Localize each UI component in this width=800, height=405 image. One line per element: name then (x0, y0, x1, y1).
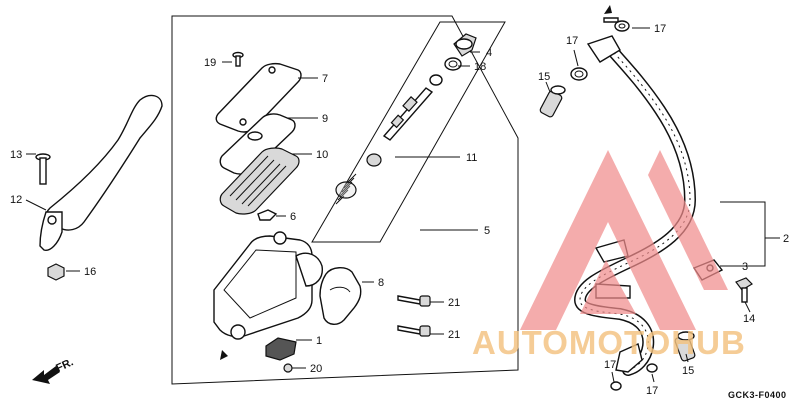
forward-arrow-icon (32, 366, 60, 384)
leader-lines (25, 27, 780, 383)
callout-20: 20 (310, 363, 322, 375)
callout-16: 16 (84, 266, 96, 278)
washer (429, 74, 443, 86)
brake-light-switch (265, 337, 297, 361)
callout-21-upper: 21 (448, 297, 460, 309)
callout-2: 2 (783, 233, 789, 245)
circlip (444, 57, 462, 71)
lever-pivot-bolt (35, 153, 51, 185)
callout-14: 14 (743, 313, 755, 325)
retaining-clip (257, 209, 278, 221)
callout-12: 12 (10, 194, 22, 206)
brake-lever (39, 94, 163, 251)
callout-17-lower-left: 17 (604, 359, 616, 371)
spring (335, 173, 357, 205)
diaphragm (219, 147, 300, 215)
master-cylinder-group-outline (171, 15, 519, 385)
banjo-bolt-lower (674, 331, 696, 362)
diaphragm-plate (219, 113, 296, 175)
callout-4: 4 (486, 47, 492, 59)
watermark-text: AUTOMOTOHUB (472, 324, 746, 361)
sealing-washer-lower-right (646, 363, 658, 373)
callout-15-upper: 15 (538, 71, 550, 83)
sealing-washer-top (614, 20, 630, 32)
switch-screw (283, 363, 293, 373)
lever-pivot-nut (47, 263, 65, 281)
callout-7: 7 (322, 73, 328, 85)
piston (382, 87, 434, 141)
piston-set-outline (311, 21, 506, 243)
master-cylinder-body (213, 231, 323, 340)
watermark-triangle-icon (520, 150, 728, 330)
callout-5: 5 (484, 225, 490, 237)
callout-21-lower: 21 (448, 329, 460, 341)
callout-15-lower: 15 (682, 365, 694, 377)
sealing-washer-lower-left (610, 381, 622, 391)
callout-19: 19 (204, 57, 216, 69)
reservoir-cover (215, 62, 302, 133)
master-cylinder-holder (319, 267, 362, 325)
banjo-bolt-upper (539, 85, 566, 118)
sealing-washer-upper (570, 67, 588, 81)
callout-9: 9 (322, 113, 328, 125)
callout-17-upper: 17 (566, 35, 578, 47)
callout-1: 1 (316, 335, 322, 347)
direction-label: FR. (54, 356, 75, 374)
callout-17-top: 17 (654, 23, 666, 35)
callout-3: 3 (742, 261, 748, 273)
callout-13: 13 (10, 149, 22, 161)
body-arrow-icon (220, 350, 228, 360)
callout-11: 11 (466, 152, 477, 164)
callout-17-lower-right: 17 (646, 385, 658, 397)
callout-10: 10 (316, 149, 328, 161)
callout-6: 6 (290, 211, 296, 223)
holder-bolt-upper (397, 295, 431, 307)
clamp-bolt (735, 277, 753, 303)
diagram-code: GCK3-F0400 (728, 390, 787, 400)
cover-screw (232, 51, 244, 67)
callout-8: 8 (378, 277, 384, 289)
holder-bolt-lower (397, 325, 431, 337)
callout-18: 18 (474, 61, 486, 73)
watermark-logo (520, 150, 728, 330)
boot (453, 33, 477, 57)
primary-cup (366, 153, 382, 167)
top-arrow-icon (604, 5, 612, 14)
